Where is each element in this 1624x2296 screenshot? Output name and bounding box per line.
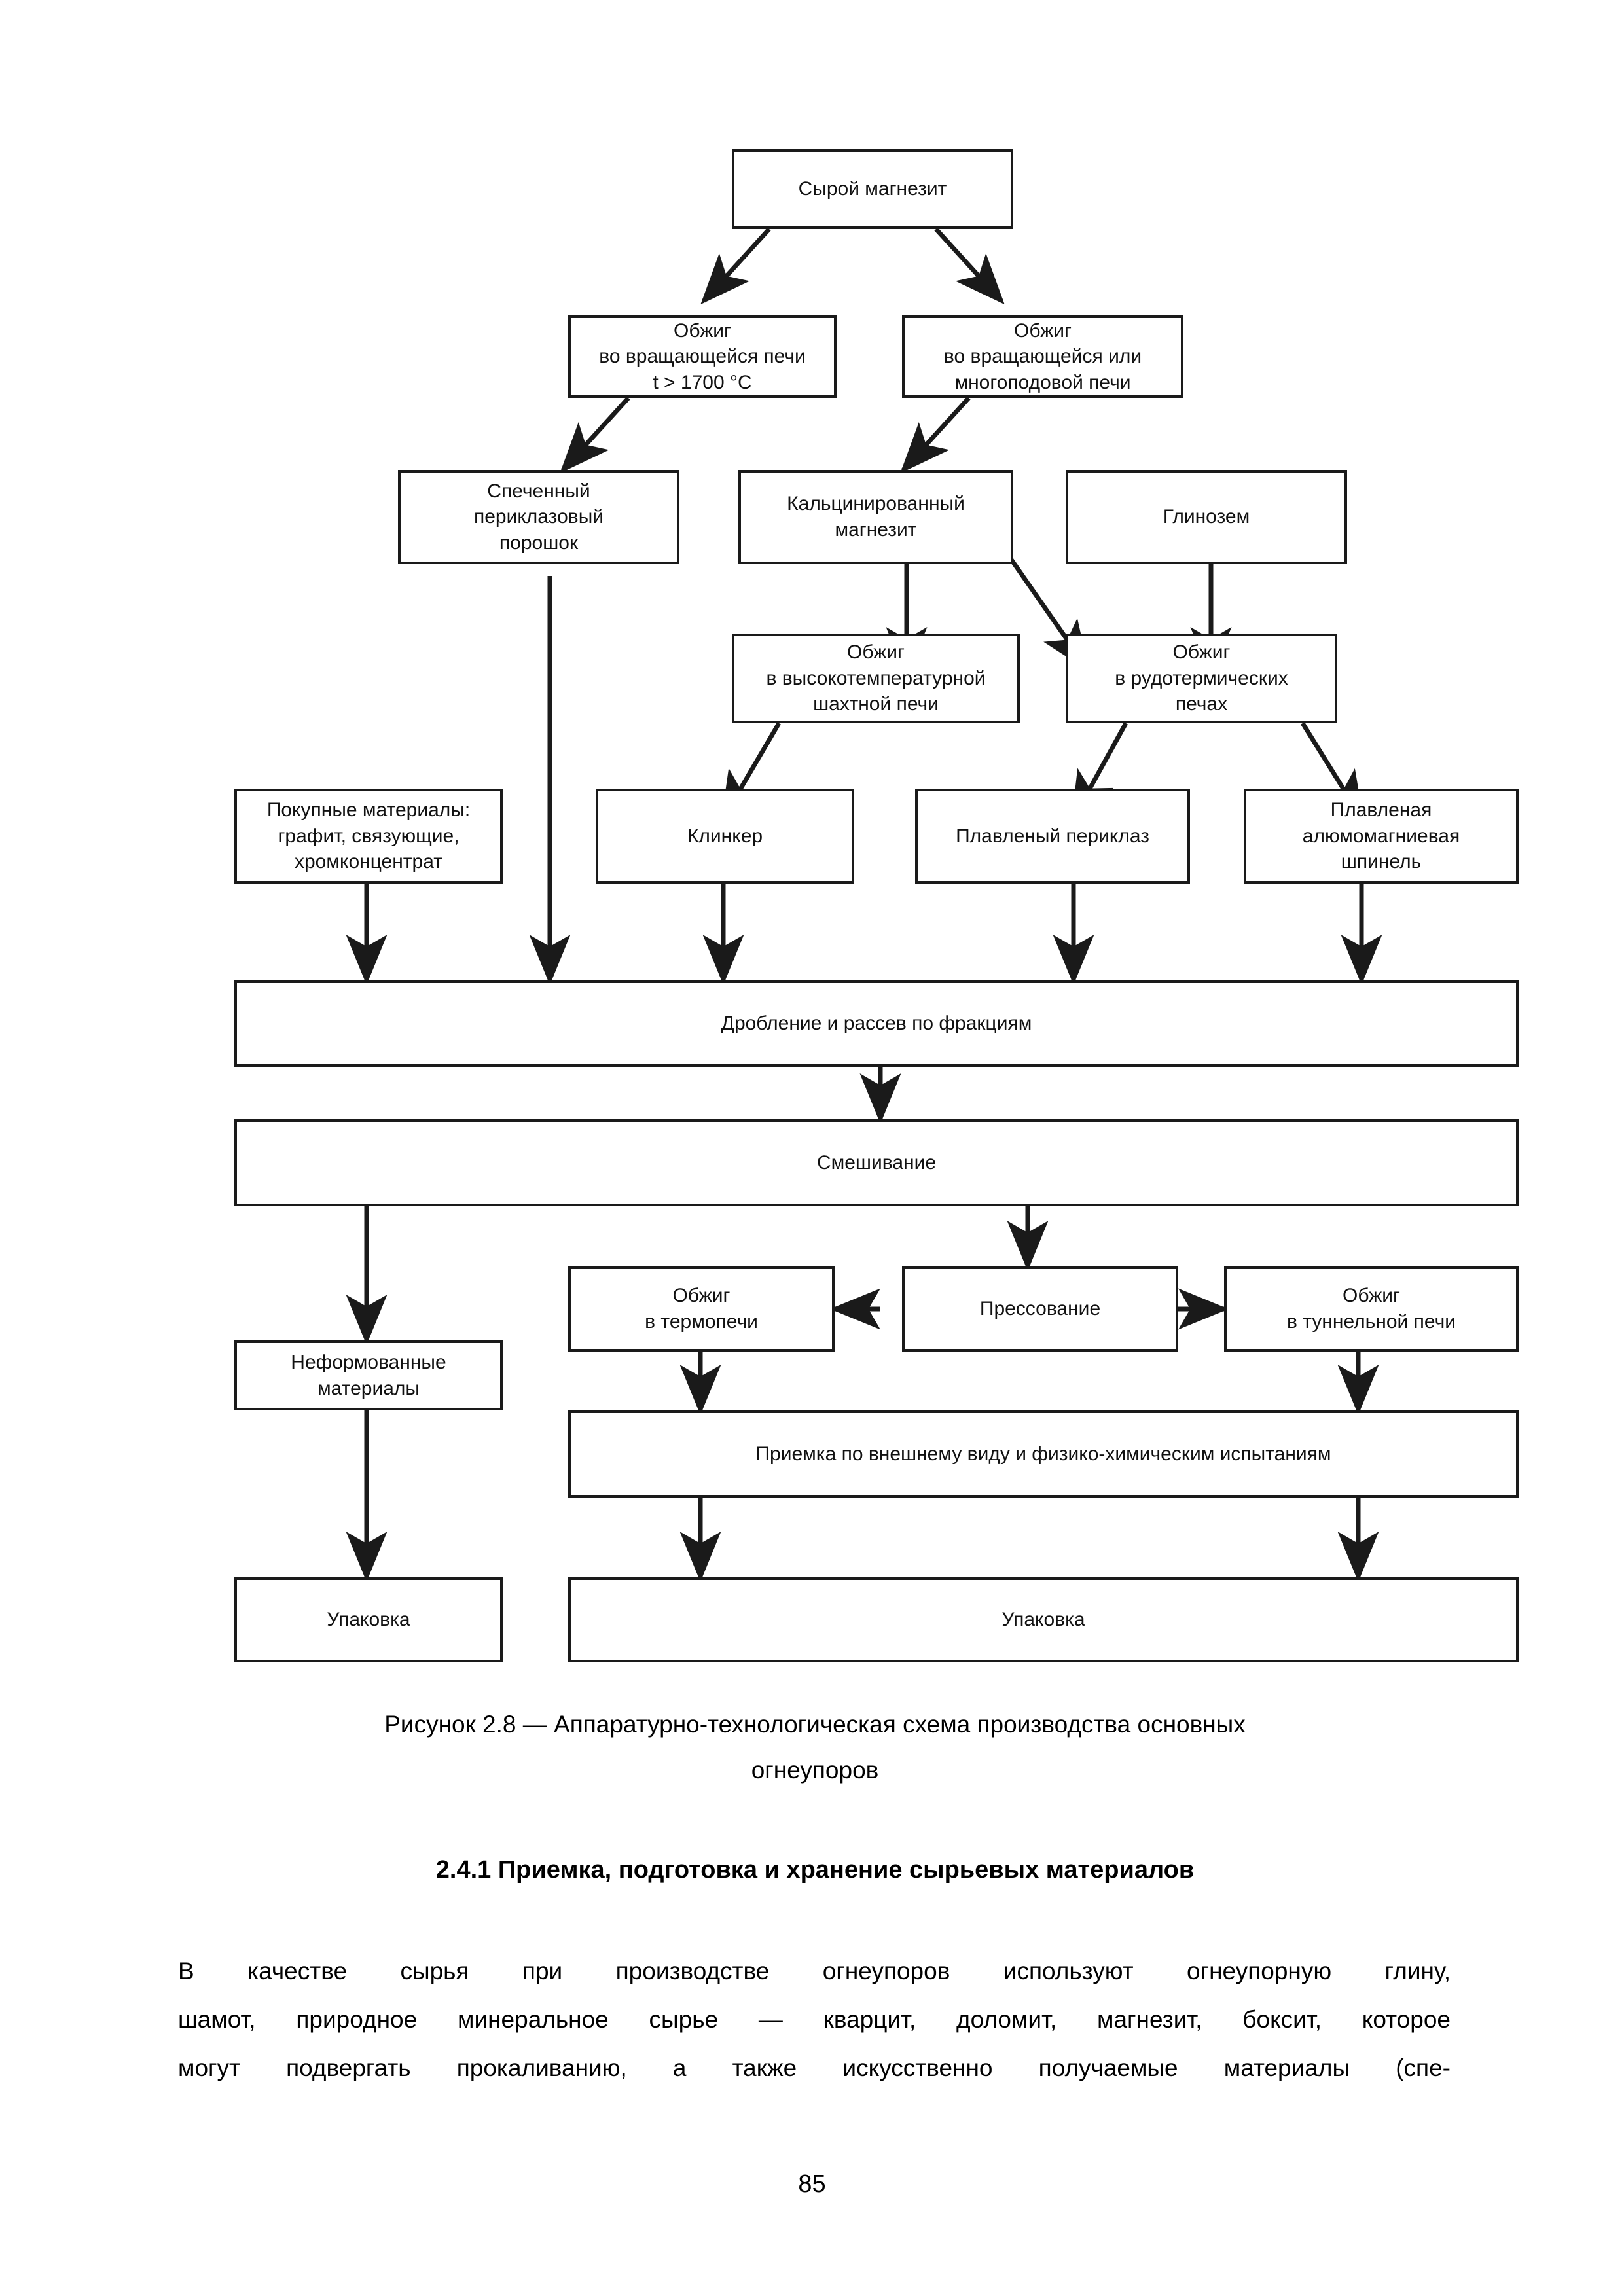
node-fused-periclase: Плавленый периклаз: [915, 789, 1190, 884]
section-heading: 2.4.1 Приемка, подготовка и хранение сыр…: [435, 1856, 1195, 1884]
node-label: Сырой магнезит: [798, 178, 947, 200]
figure-caption: Рисунок 2.8 — Аппаратурно-технологическа…: [177, 1702, 1453, 1794]
node-tunnel-furnace-firing: Обжиг в туннельной печи: [1224, 1266, 1519, 1352]
node-rotary-kiln: Обжиг во вращающейся печи t > 1700 °C: [568, 315, 837, 398]
node-label: Спеченный периклазовый порошок: [473, 480, 604, 554]
node-alumina: Глинозем: [1066, 470, 1347, 564]
paragraph-line: могут подвергать прокаливанию, а также и…: [178, 2054, 1451, 2081]
node-label: Приемка по внешнему виду и физико-химиче…: [755, 1443, 1331, 1465]
node-rotary-or-multihearth-kiln: Обжиг во вращающейся или многоподовой пе…: [902, 315, 1183, 398]
node-pressing: Прессование: [902, 1266, 1178, 1352]
node-ore-thermal-furnaces: Обжиг в рудотермических печах: [1066, 634, 1337, 723]
node-label: Кальцинированный магнезит: [787, 493, 965, 541]
node-label: Плавленый периклаз: [956, 825, 1149, 847]
node-label: Неформованные материалы: [291, 1351, 446, 1399]
node-packaging-right: Упаковка: [568, 1577, 1519, 1662]
figure-caption-line-1: Рисунок 2.8 — Аппаратурно-технологическа…: [384, 1711, 1246, 1738]
node-thermo-furnace-firing: Обжиг в термопечи: [568, 1266, 835, 1352]
node-label: Покупные материалы: графит, связующие, х…: [266, 799, 471, 873]
node-mixing: Смешивание: [234, 1119, 1519, 1206]
body-paragraph: В качестве сырья при производстве огнеуп…: [178, 1947, 1451, 2092]
node-purchased-materials: Покупные материалы: графит, связующие, х…: [234, 789, 503, 884]
node-acceptance-inspection: Приемка по внешнему виду и физико-химиче…: [568, 1410, 1519, 1498]
node-label: Прессование: [979, 1298, 1101, 1320]
node-raw-magnesite: Сырой магнезит: [732, 149, 1013, 229]
figure-caption-line-2: огнеупоров: [751, 1757, 879, 1784]
node-clinker: Клинкер: [596, 789, 854, 884]
node-label: Обжиг во вращающейся или многоподовой пе…: [943, 319, 1142, 393]
flowchart-figure: Сырой магнезит Обжиг во вращающейся печи…: [234, 149, 1519, 1662]
node-label: Смешивание: [816, 1151, 937, 1174]
node-label: Плавленая алюмомагниевая шпинель: [1302, 799, 1460, 873]
node-label: Упаковка: [327, 1609, 410, 1631]
node-crushing-and-screening: Дробление и рассев по фракциям: [234, 980, 1519, 1067]
node-label: Обжиг в высокотемпературной шахтной печи: [766, 641, 986, 715]
node-high-temperature-shaft-furnace: Обжиг в высокотемпературной шахтной печи: [732, 634, 1020, 723]
node-label: Обжиг в рудотермических печах: [1115, 641, 1288, 715]
node-label: Клинкер: [687, 825, 763, 847]
node-label: Обжиг в термопечи: [645, 1285, 758, 1333]
node-label: Упаковка: [1001, 1609, 1085, 1631]
node-label: Дробление и рассев по фракциям: [721, 1013, 1032, 1035]
paragraph-line: шамот, природное минеральное сырье — ква…: [178, 2006, 1451, 2033]
node-sintered-periclase-powder: Спеченный периклазовый порошок: [398, 470, 679, 564]
node-label: Обжиг во вращающейся печи t > 1700 °C: [599, 319, 806, 393]
node-calcined-magnesite: Кальцинированный магнезит: [738, 470, 1013, 564]
node-fused-alumina-magnesia-spinel: Плавленая алюмомагниевая шпинель: [1244, 789, 1519, 884]
node-label: Глинозем: [1163, 506, 1250, 528]
paragraph-line: В качестве сырья при производстве огнеуп…: [178, 1958, 1451, 1984]
node-packaging-left: Упаковка: [234, 1577, 503, 1662]
node-unformed-materials: Неформованные материалы: [234, 1340, 503, 1410]
node-label: Обжиг в туннельной печи: [1287, 1285, 1456, 1333]
page-number: 85: [798, 2170, 826, 2198]
